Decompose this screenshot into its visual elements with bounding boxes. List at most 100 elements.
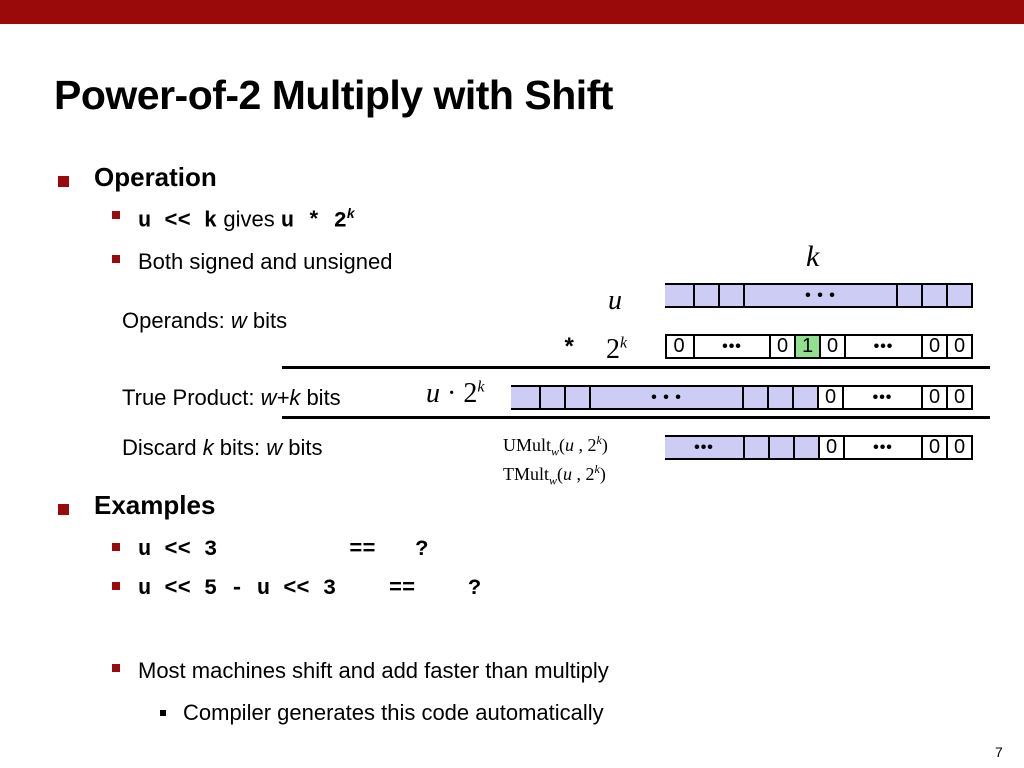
one-bit-cell: 1 [794,335,819,357]
bullet-marker [112,582,120,590]
ellipsis-cell: ••• [844,336,921,357]
u-bit-row: • • • [665,283,973,308]
u-bit-cell [665,285,693,306]
example-1: u << 3 == ? [138,537,429,562]
tmult-paren: ( [557,464,564,484]
two-power-k: 2k [606,334,627,366]
product-bit-cell [564,387,589,408]
discard-suffix: bits [282,435,323,460]
operands-label: Operands: w bits [122,308,287,334]
product-bit-cell [792,387,817,408]
u-bit-cell [946,285,971,306]
code-multiply: u * 2 [280,208,347,234]
umult-sub: w [551,444,560,459]
separator-line [282,366,990,369]
zero-bit-cell: 0 [921,436,946,458]
ellipsis-cell: ••• [843,437,921,458]
true-wk: w+k [260,385,301,410]
discard-label: Discard k bits: w bits [122,435,323,461]
operands-prefix: Operands: [122,308,231,333]
zero-bit-cell: 0 [946,436,971,458]
product-bit-cell [511,387,539,408]
heading-operation: Operation [94,162,217,192]
true-prefix: True Product: [122,385,261,410]
code-exponent: k [346,205,355,221]
operands-suffix: bits [246,308,288,333]
two-exponent: k [620,334,628,352]
u-bit-cell [921,285,946,306]
product-ellipsis-cell: • • • [589,387,742,408]
two-base: 2 [606,334,620,365]
bullet-marker [112,543,120,551]
zero-bit-cell: 0 [921,335,946,357]
product-u: u [426,378,440,409]
operation-statement: u << k gives u * 2k [138,205,355,233]
compiler-note: Compiler generates this code automatical… [183,700,604,725]
zero-bit-cell: 0 [921,386,946,408]
both-signed-unsigned: Both signed and unsigned [138,249,393,274]
discard-mid: bits: [213,435,267,460]
machines-note: Most machines shift and add faster than … [138,658,609,683]
result-bit-cell [768,437,793,458]
product-exponent: k [477,378,485,396]
k-label: k [806,240,820,273]
heading-examples: Examples [94,490,216,520]
gives-word: gives [223,206,275,232]
result-bit-row: ••• 0 ••• 0 0 [665,435,973,460]
power-bit-row: 0 ••• 0 1 0 ••• 0 0 [665,334,973,359]
bullet-marker [112,664,120,672]
umult-close: ) [601,435,608,455]
product-bit-cell [539,387,564,408]
page-title: Power-of-2 Multiply with Shift [54,72,613,118]
zero-bit-cell: 0 [946,386,971,408]
umult-label: UMultw(u , 2k) [503,433,608,460]
u-bit-cell [718,285,743,306]
code-shift: u << k [138,208,218,234]
umult-exp: k [596,433,602,447]
result-ellipsis-cell: ••• [665,437,743,458]
bullet-marker [112,211,120,219]
product-dot: · 2 [440,378,478,409]
umult-paren: ( [559,435,566,455]
product-expression: u · 2k [426,378,484,410]
tmult-u: u [563,464,573,484]
operands-w: w [230,308,247,333]
zero-bit-cell: 0 [769,335,794,357]
u-label: u [608,285,622,316]
tmult-name: TMult [503,464,550,484]
ellipsis-cell: ••• [693,336,769,357]
true-product-label: True Product: w+k bits [122,385,341,411]
umult-two: , 2 [574,435,597,455]
separator-line [282,416,990,419]
bullet-marker [112,255,120,263]
result-bit-cell [743,437,768,458]
multiply-star: * [562,336,577,363]
example-2: u << 5 - u << 3 == ? [138,576,482,601]
tmult-label: TMultw(u , 2k) [503,462,606,489]
product-bit-cell [742,387,767,408]
page-number: 7 [995,744,1003,760]
discard-k: k [202,435,214,460]
top-accent-bar [0,0,1024,24]
tmult-exp: k [594,462,600,476]
discard-prefix: Discard [122,435,203,460]
zero-bit-cell: 0 [673,335,685,357]
tmult-two: , 2 [572,464,595,484]
zero-bit-cell: 0 [946,335,971,357]
true-suffix: bits [300,385,341,410]
tmult-close: ) [599,464,606,484]
zero-bit-cell: 0 [817,386,842,408]
u-ellipsis-cell: • • • [743,285,896,306]
u-bit-cell [896,285,921,306]
product-bit-cell [767,387,792,408]
u-bit-cell [693,285,718,306]
bullet-marker [160,710,166,716]
product-bit-row: • • • 0 ••• 0 0 [511,385,973,410]
umult-name: UMult [503,435,552,455]
umult-u: u [565,435,575,455]
tmult-sub: w [549,473,558,488]
ellipsis-cell: ••• [842,387,921,408]
zero-bit-cell: 0 [819,335,844,357]
result-bit-cell [793,437,818,458]
discard-w: w [266,435,283,460]
